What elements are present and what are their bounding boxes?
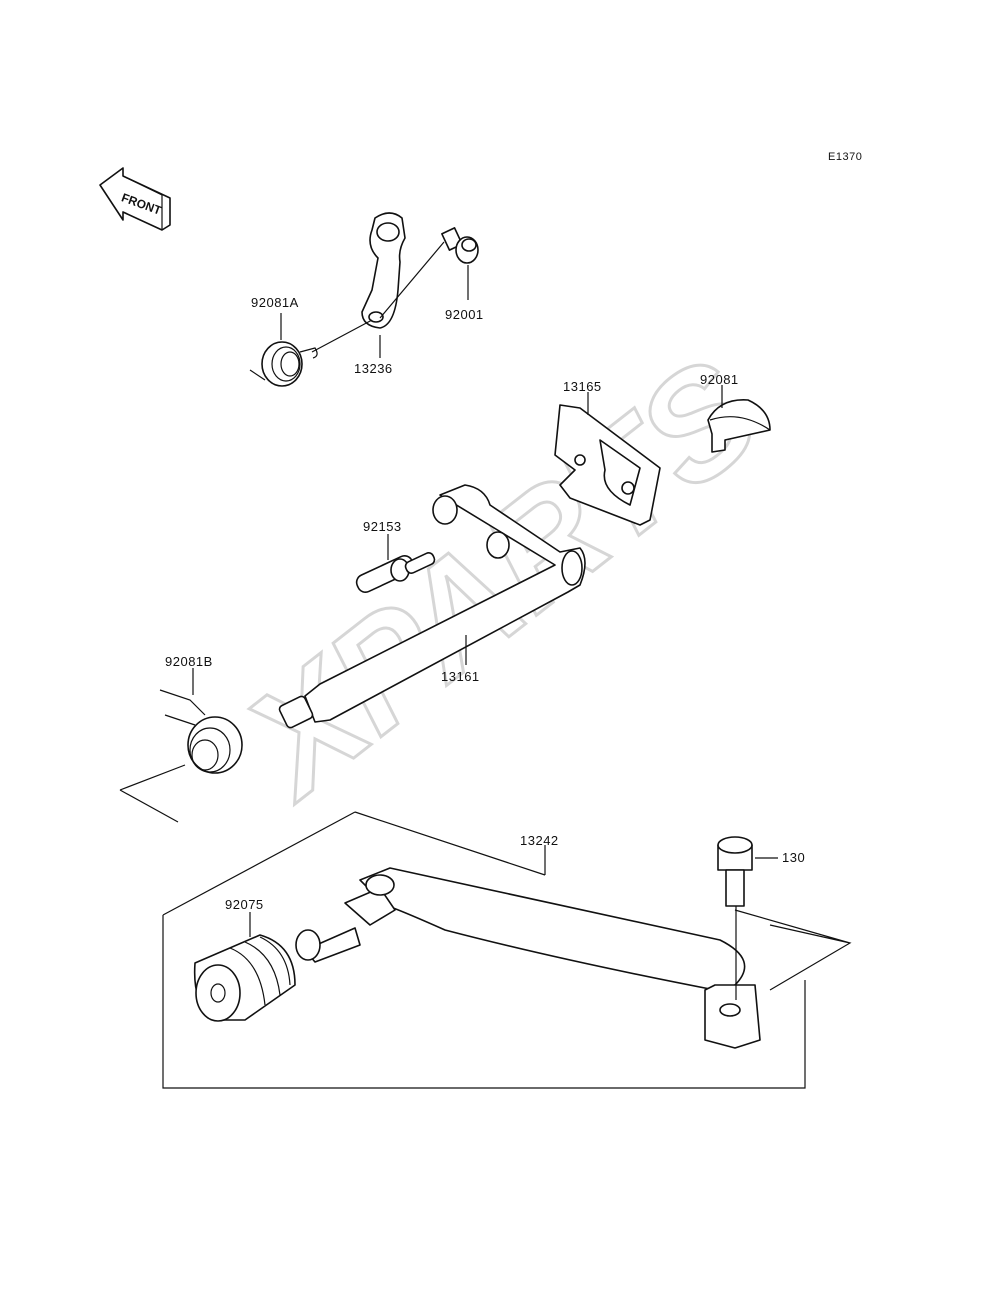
- bolt-92001: [379, 227, 479, 319]
- label-92081A: 92081A: [251, 295, 299, 310]
- pin-92153: [355, 552, 436, 594]
- shaft-13161: [278, 484, 586, 729]
- plate-13165: [554, 404, 661, 526]
- lever-13242: [295, 867, 761, 1049]
- watermark-text: XPARTS: [211, 327, 788, 830]
- front-arrow-icon: FRONT: [99, 167, 171, 231]
- label-92075: 92075: [225, 897, 264, 912]
- spring-92081B: [119, 689, 243, 823]
- label-13161: 13161: [441, 669, 480, 684]
- bolt-130: [717, 836, 753, 1000]
- label-92081B: 92081B: [165, 654, 213, 669]
- lever-frame: [162, 811, 852, 1089]
- label-13236: 13236: [354, 361, 393, 376]
- label-130: 130: [782, 850, 805, 865]
- label-92081: 92081: [700, 372, 739, 387]
- label-13165: 13165: [563, 379, 602, 394]
- label-92001: 92001: [445, 307, 484, 322]
- label-92153: 92153: [363, 519, 402, 534]
- spring-92081A: [249, 319, 373, 387]
- leader-lines: [192, 265, 778, 937]
- diagram-code: E1370: [828, 151, 862, 163]
- clip-92081: [707, 399, 771, 453]
- label-13242: 13242: [520, 833, 559, 848]
- watermark: XPARTS: [209, 325, 789, 831]
- rubber-92075: [193, 934, 296, 1022]
- bracket-13236: [361, 212, 406, 329]
